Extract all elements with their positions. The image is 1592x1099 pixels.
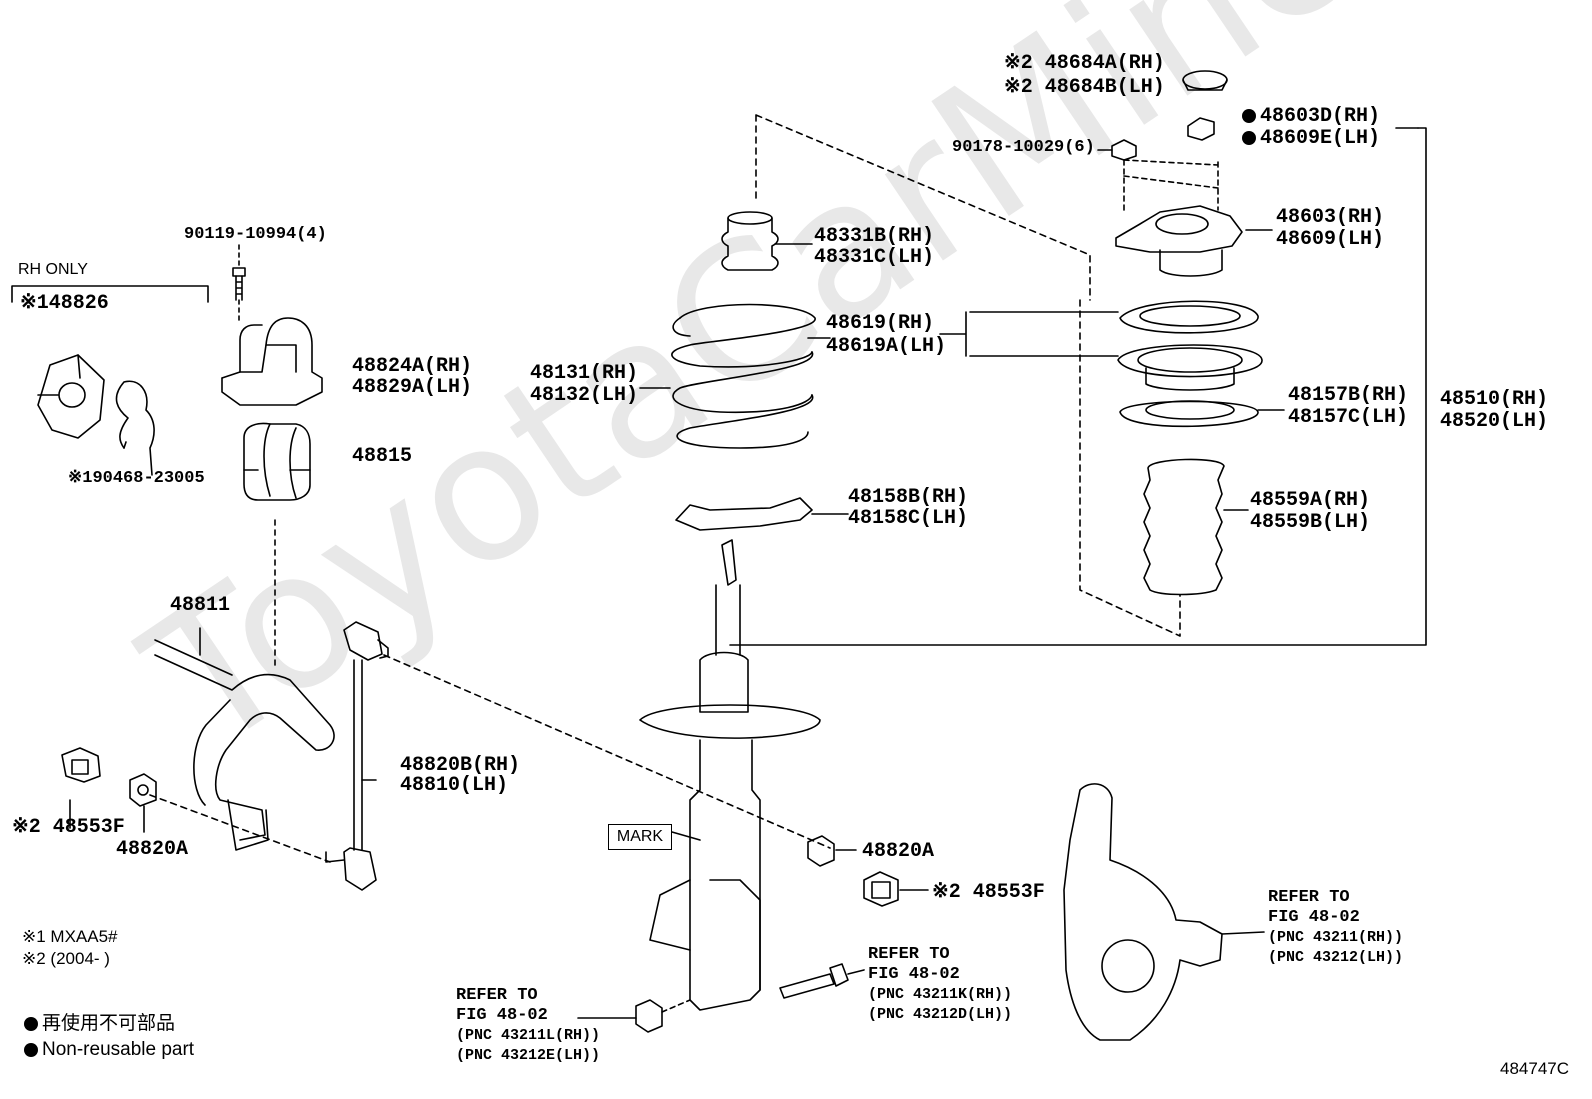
- figure-code: 484747C: [1500, 1059, 1570, 1078]
- refer-middle-line1: REFER TO: [868, 945, 950, 964]
- label-48603D: 48603D(RH): [1242, 107, 1380, 127]
- label-48131: 48131(RH): [530, 362, 639, 385]
- part-48131-spring: [639, 303, 831, 449]
- label-48609E: 48609E(LH): [1242, 129, 1380, 149]
- label-90119: 90119-10994(4): [184, 225, 327, 244]
- refer-middle-line3: (PNC 43211K(RH)): [868, 986, 1013, 1003]
- refer-right: REFER TO FIG 48-02 (PNC 43211(RH)) (PNC …: [1268, 888, 1403, 968]
- label-48820B: 48820B(RH): [400, 754, 521, 777]
- label-48559B: 48559B(LH): [1250, 511, 1371, 534]
- part-48820A-left-nut: [129, 773, 157, 833]
- label-48510: 48510(RH): [1440, 388, 1549, 411]
- label-48609: 48609(LH): [1276, 228, 1385, 251]
- label-48553F-right: ※2 48553F: [932, 881, 1045, 904]
- mark-box: MARK: [608, 824, 672, 850]
- steering-knuckle: [1063, 783, 1265, 1041]
- rh-only-bracket: [11, 285, 209, 303]
- part-48553F-left-nut: [61, 747, 101, 829]
- label-90178: 90178-10029(6): [952, 138, 1095, 157]
- non-reusable-dot: [1242, 130, 1256, 145]
- part-48603-support: [1115, 205, 1273, 277]
- label-48158B: 48158B(RH): [848, 486, 969, 509]
- label-48811: 48811: [170, 594, 231, 617]
- label-48609E-text: 48609E(LH): [1260, 127, 1381, 150]
- refer-left-line1: REFER TO: [456, 986, 538, 1005]
- nut-43211L: [577, 999, 691, 1033]
- label-48810: 48810(LH): [400, 774, 509, 797]
- label-48820A-left: 48820A: [116, 838, 189, 861]
- label-48619: 48619(RH): [826, 312, 935, 335]
- label-48520: 48520(LH): [1440, 410, 1549, 433]
- label-48826: ※148826: [20, 292, 109, 315]
- refer-right-line2: FIG 48-02: [1268, 908, 1360, 927]
- label-48684A: ※2 48684A(RH): [1004, 52, 1165, 75]
- part-90468-clip: [115, 380, 155, 476]
- part-48820A-right-nut: [807, 835, 857, 867]
- part-90119-bolt: [232, 244, 246, 321]
- legend-en: Non-reusable part: [24, 1040, 194, 1059]
- label-48829A: 48829A(LH): [352, 376, 473, 399]
- part-48559A-boot: [1143, 458, 1249, 596]
- label-48331C: 48331C(LH): [814, 246, 935, 269]
- refer-right-line4: (PNC 43212(LH)): [1268, 949, 1404, 966]
- refer-left-line2: FIG 48-02: [456, 1006, 548, 1025]
- part-48684A-cap: [1182, 70, 1228, 91]
- label-48157C: 48157C(LH): [1288, 406, 1409, 429]
- part-48820B-link: [325, 621, 389, 891]
- refer-right-line1: REFER TO: [1268, 888, 1350, 907]
- label-48559A: 48559A(RH): [1250, 489, 1371, 512]
- part-48158B-seat: [675, 497, 849, 531]
- part-48603D-nut: [729, 117, 1427, 646]
- non-reusable-dot: [1242, 108, 1256, 123]
- part-90178-nut: [1097, 139, 1137, 161]
- legend-jp-text: 再使用不可部品: [42, 1013, 176, 1034]
- label-48553F-left: ※2 48553F: [12, 816, 125, 839]
- refer-middle-line4: (PNC 43212D(LH)): [868, 1006, 1013, 1023]
- refer-middle-line2: FIG 48-02: [868, 965, 960, 984]
- part-48553F-right-nut: [863, 871, 929, 907]
- part-48826-plate: [37, 354, 105, 439]
- legend-dot-icon: [24, 1016, 38, 1031]
- legend-en-text: Non-reusable part: [42, 1039, 195, 1060]
- label-48331B: 48331B(RH): [814, 225, 935, 248]
- refer-right-line3: (PNC 43211(RH)): [1268, 929, 1404, 946]
- note-1: ※1 MXAA5#: [22, 927, 118, 946]
- label-48815: 48815: [352, 445, 413, 468]
- label-48132: 48132(LH): [530, 384, 639, 407]
- part-48157B-bearing: [1119, 400, 1285, 428]
- label-48824A: 48824A(RH): [352, 355, 473, 378]
- label-48619A: 48619A(LH): [826, 335, 947, 358]
- note-2: ※2 (2004- ): [22, 949, 110, 968]
- part-48619-insulators: [939, 300, 1263, 391]
- label-90468: ※190468-23005: [68, 469, 205, 488]
- label-48158C: 48158C(LH): [848, 507, 969, 530]
- label-48603: 48603(RH): [1276, 206, 1385, 229]
- label-48684B: ※2 48684B(LH): [1004, 76, 1165, 99]
- part-48824A-bracket: [221, 317, 323, 406]
- bolt-43211K: [779, 963, 865, 999]
- part-48331B-bumper: [721, 211, 813, 271]
- part-48510-strut: [639, 539, 821, 1011]
- refer-middle: REFER TO FIG 48-02 (PNC 43211K(RH)) (PNC…: [868, 945, 1012, 1025]
- refer-left-line3: (PNC 43211L(RH)): [456, 1027, 601, 1044]
- legend-dot-icon: [24, 1042, 38, 1057]
- legend-jp: 再使用不可部品: [24, 1014, 175, 1033]
- rh-only-label: RH ONLY: [18, 261, 88, 278]
- label-48820A-right: 48820A: [862, 840, 935, 863]
- refer-left-line4: (PNC 43212E(LH)): [456, 1047, 601, 1064]
- label-48157B: 48157B(RH): [1288, 384, 1409, 407]
- part-48815-bush: [243, 422, 311, 501]
- refer-left: REFER TO FIG 48-02 (PNC 43211L(RH)) (PNC…: [456, 986, 600, 1066]
- label-48603D-text: 48603D(RH): [1260, 105, 1381, 128]
- part-48811-stabilizer-bar: [154, 627, 335, 851]
